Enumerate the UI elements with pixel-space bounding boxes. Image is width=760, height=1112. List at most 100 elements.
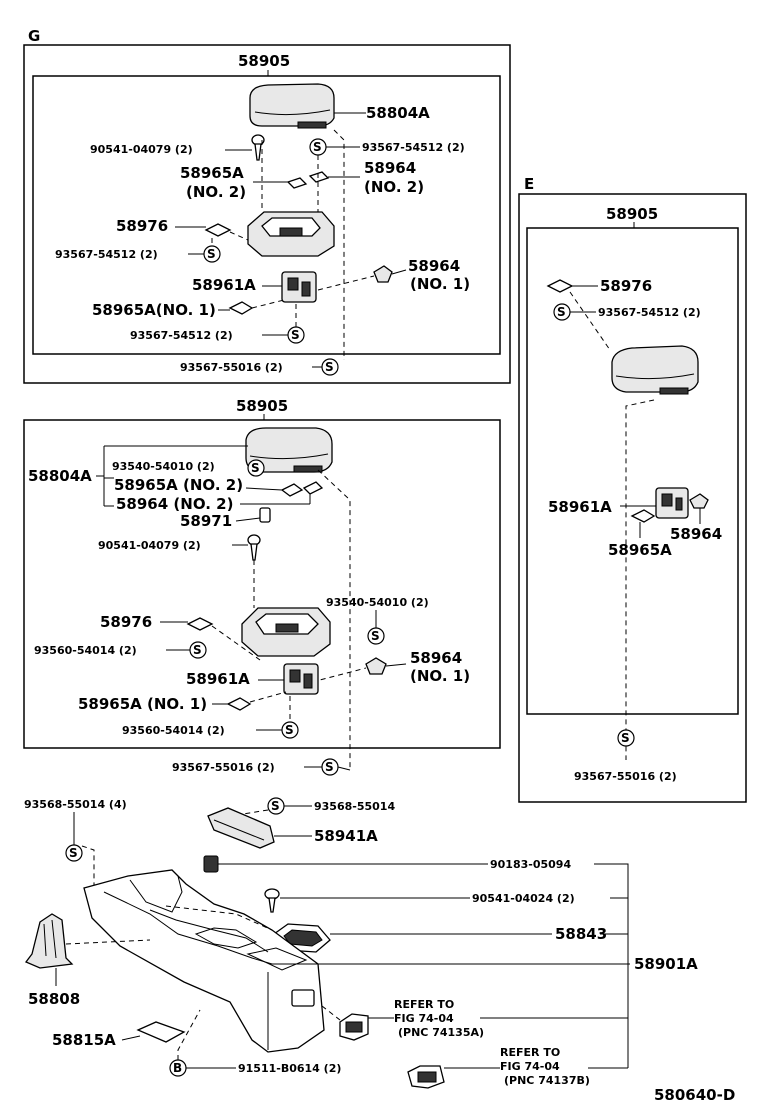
mid-plate-label: 58976 [100, 613, 152, 631]
mid-clip-c-symbol: S [189, 641, 207, 659]
con-boot-part [24, 913, 74, 969]
mid-clip-a-label: 93540-54010 (2) [112, 460, 215, 473]
e-plate-label: 58976 [600, 277, 652, 295]
con-bolt-b: B [173, 1061, 182, 1075]
mid-assy-label: 58905 [236, 397, 288, 415]
section-mid: 58905 58804A 93540-54010 (2) S 58965A (N… [23, 397, 501, 776]
con-boot-label: 58808 [28, 990, 80, 1008]
g-tray-part [247, 211, 335, 257]
con-panel-part [207, 807, 275, 849]
mid-lock-label: 58961A [186, 670, 250, 688]
e-bracket-label: 58965A [608, 541, 672, 559]
con-refer1-part [339, 1013, 369, 1041]
e-lock-part [655, 487, 689, 519]
e-armrest-part [611, 345, 699, 395]
con-clip-a-symbol: S [65, 844, 83, 862]
mid-cap-label: 58971 [180, 512, 232, 530]
con-clip-b-symbol: S [267, 797, 285, 815]
g-knob-part [373, 265, 393, 283]
e-bracket-part [630, 509, 656, 523]
mid-clip-a-symbol: S [247, 459, 265, 477]
con-screw-label: 90541-04024 (2) [472, 892, 575, 905]
con-pad-label: 58815A [52, 1031, 116, 1049]
g-bracket-c-part [228, 301, 254, 315]
mid-bracket-a-part [280, 481, 324, 497]
con-refer1-line1: REFER TO [394, 998, 454, 1011]
mid-clip-c-s: S [193, 643, 202, 657]
mid-clip-base-symbol: S [321, 758, 339, 776]
g-bracket-a-label: 58965A [180, 164, 244, 182]
g-bracket-a-no: (NO. 2) [186, 183, 246, 201]
e-clip-symbol: S [553, 303, 571, 321]
e-knob-label: 58964 [670, 525, 722, 543]
con-clip-a-s: S [69, 846, 78, 860]
con-bolt-symbol: B [169, 1059, 187, 1077]
mid-bracket-c-label: 58965A (NO. 1) [78, 695, 207, 713]
g-lock-label: 58961A [192, 276, 256, 294]
g-clip-mid-label: 93567-54512 (2) [55, 248, 158, 261]
e-inner-frame [526, 227, 739, 715]
g-bracket-b-no: (NO. 2) [364, 178, 424, 196]
con-clip-a-label: 93568-55014 (4) [24, 798, 127, 811]
con-body-part [83, 869, 325, 1053]
mid-clip-d-label: 93560-54014 (2) [122, 724, 225, 737]
e-clip-base-symbol: S [617, 729, 635, 747]
g-armrest-label: 58804A [366, 104, 430, 122]
e-clip-label: 93567-54512 (2) [598, 306, 701, 319]
g-bracket-a-part [286, 177, 308, 189]
mid-knob-label: 58964 [410, 649, 462, 667]
mid-bracket-a-label: 58965A (NO. 2) [114, 476, 243, 494]
mid-cap-part [259, 507, 271, 523]
g-clip-top-label: 93567-54512 (2) [362, 141, 465, 154]
mid-knob-part [365, 657, 387, 675]
g-clip-mid-symbol: S [203, 245, 221, 263]
e-clip-base-s: S [621, 731, 630, 745]
mid-knob-no: (NO. 1) [410, 667, 470, 685]
con-clip-c-label: 90183-05094 [490, 858, 571, 871]
mid-clip-b-symbol: S [367, 627, 385, 645]
e-clip-s: S [557, 305, 566, 319]
e-lock-label: 58961A [548, 498, 612, 516]
mid-plate-part [186, 617, 214, 631]
con-screw-part [264, 888, 280, 913]
e-clip-base-label: 93567-55016 (2) [574, 770, 677, 783]
g-clip-top-symbol: S [309, 138, 327, 156]
mid-screw-part [247, 534, 261, 561]
mid-lock-part [283, 663, 319, 695]
g-screw-label: 90541-04079 (2) [90, 143, 193, 156]
e-assy-label: 58905 [606, 205, 658, 223]
g-screw-part [251, 134, 265, 161]
e-plate-part [546, 279, 574, 293]
g-bracket-b-label: 58964 [364, 159, 416, 177]
g-clip-base-symbol: S [321, 358, 339, 376]
mid-clip-b-s: S [371, 629, 380, 643]
g-clip-low-s: S [291, 328, 300, 342]
mid-clip-a-s: S [251, 461, 260, 475]
g-armrest-part [249, 83, 335, 129]
con-refer2-line1: REFER TO [500, 1046, 560, 1059]
g-knob-label: 58964 [408, 257, 460, 275]
mid-frame [23, 419, 501, 749]
con-clip-c-part [203, 855, 219, 873]
section-e-frame [518, 193, 747, 803]
con-refer2-part [407, 1065, 445, 1089]
con-clip-b-label: 93568-55014 [314, 800, 395, 813]
con-pad-part [136, 1021, 186, 1043]
g-inner-frame [32, 75, 501, 355]
g-plate-label: 58976 [116, 217, 168, 235]
con-panel-label: 58941A [314, 827, 378, 845]
mid-armrest-label: 58804A [28, 467, 92, 485]
mid-clip-base-label: 93567-55016 (2) [172, 761, 275, 774]
g-clip-base-label: 93567-55016 (2) [180, 361, 283, 374]
section-e-label: E [524, 175, 534, 193]
section-g-label: G [28, 27, 40, 45]
con-refer1-line3: (PNC 74135A) [398, 1026, 484, 1039]
mid-bracket-b-label: 58964 (NO. 2) [116, 495, 233, 513]
g-clip-low-label: 93567-54512 (2) [130, 329, 233, 342]
con-refer2-line2: FIG 74-04 [500, 1060, 560, 1073]
g-clip-mid-s: S [207, 247, 216, 261]
mid-clip-b-label: 93540-54010 (2) [326, 596, 429, 609]
mid-tray-part [241, 607, 331, 657]
con-refer2-line3: (PNC 74137B) [504, 1074, 590, 1087]
